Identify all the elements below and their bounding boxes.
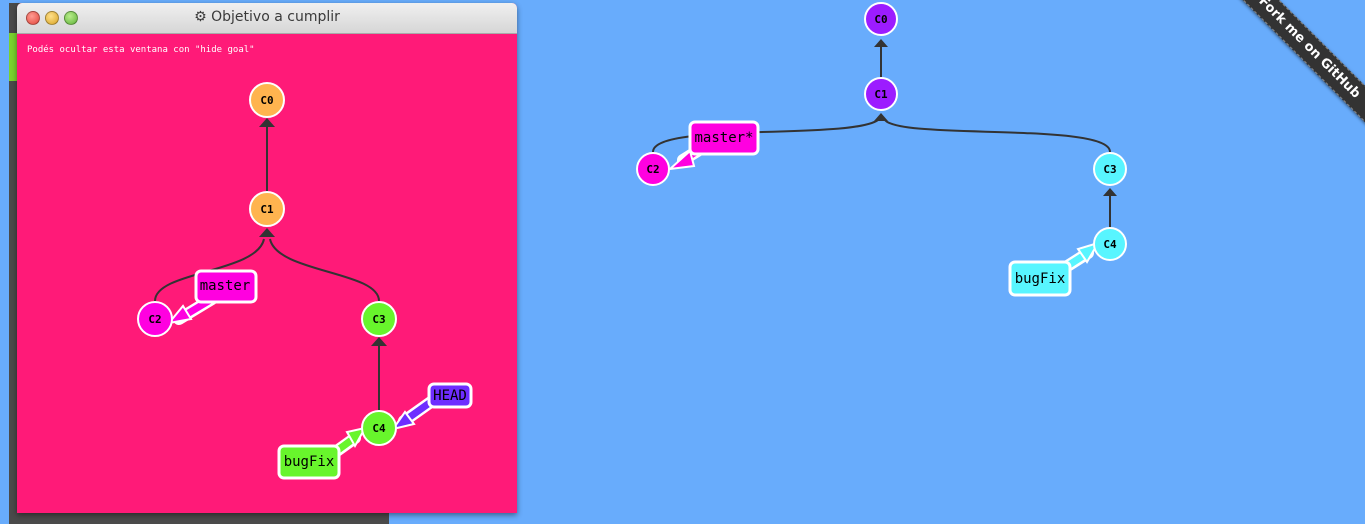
main-branch-labels: master* bugFix xyxy=(688,120,1072,297)
goal-commit-label-c1: C1 xyxy=(260,203,274,216)
fork-me-ribbon[interactable]: Fork me on GitHub xyxy=(1222,0,1365,135)
goal-branch-tag-master-label: master xyxy=(200,278,251,294)
goal-commit-node-c2[interactable] xyxy=(137,301,173,337)
commit-label-c3: C3 xyxy=(1103,163,1116,176)
goal-edges xyxy=(154,118,387,411)
github-ribbon-container: Fork me on GitHub xyxy=(1216,0,1365,149)
close-window-button[interactable] xyxy=(26,11,40,25)
main-branch-arrows xyxy=(666,136,1101,278)
commit-node-c0[interactable] xyxy=(864,2,898,36)
goal-commit-label-c3: C3 xyxy=(372,313,385,326)
goal-commit-node-c4[interactable] xyxy=(361,410,397,446)
branch-tag-bugfix[interactable] xyxy=(1008,260,1072,297)
goal-window-titlebar[interactable]: ⚙ Objetivo a cumplir xyxy=(17,3,517,34)
branch-tag-bugfix-label: bugFix xyxy=(1015,271,1066,287)
goal-edge-c1-c0-arrowhead xyxy=(259,118,275,127)
goal-bugfix-arrowhead xyxy=(345,426,367,449)
branch-tag-master[interactable] xyxy=(688,120,760,156)
edge-c2-c1 xyxy=(652,119,879,153)
goal-edge-c1-arrowhead xyxy=(259,228,275,237)
maximize-window-button[interactable] xyxy=(64,11,78,25)
commit-label-c4: C4 xyxy=(1103,238,1117,251)
goal-commit-label-c4: C4 xyxy=(372,422,386,435)
goal-commit-node-c0[interactable] xyxy=(249,82,285,118)
goal-branch-tag-head-label: HEAD xyxy=(433,388,467,404)
commit-node-c4[interactable] xyxy=(1093,227,1127,261)
edge-c1-c0-arrowhead xyxy=(874,39,888,47)
edge-c3-c1 xyxy=(884,119,1111,153)
commit-node-c2[interactable] xyxy=(636,152,670,186)
commit-label-c1: C1 xyxy=(874,88,888,101)
goal-commit-label-c0: C0 xyxy=(260,94,273,107)
panel-accent-strip xyxy=(9,33,18,81)
gear-icon: ⚙ xyxy=(194,9,207,25)
minimize-window-button[interactable] xyxy=(45,11,59,25)
commit-label-c0: C0 xyxy=(874,13,887,26)
goal-branch-tag-master[interactable] xyxy=(194,269,258,304)
goal-master-arrowhead xyxy=(166,304,193,325)
goal-branch-labels: master bugFix HEAD xyxy=(194,269,473,480)
goal-edge-c4-c3-arrowhead xyxy=(371,337,387,346)
goal-commit-node-c3[interactable] xyxy=(361,301,397,337)
branch-tag-master-label: master* xyxy=(694,130,753,146)
goal-window-title: Objetivo a cumplir xyxy=(211,9,340,25)
commit-label-c2: C2 xyxy=(646,163,659,176)
edge-c1-arrowhead xyxy=(874,113,888,121)
edge-c4-c3-arrowhead xyxy=(1103,188,1117,196)
goal-branch-tag-bugfix[interactable] xyxy=(277,444,341,480)
bugfix-branch-arrowhead xyxy=(1076,241,1101,264)
goal-branch-tag-bugfix-label: bugFix xyxy=(284,454,335,470)
goal-edge-c3-c1 xyxy=(269,238,380,302)
commit-node-c1[interactable] xyxy=(864,77,898,111)
goal-commit-label-c2: C2 xyxy=(148,313,161,326)
goal-branch-tag-head[interactable] xyxy=(427,382,473,409)
master-branch-arrowhead xyxy=(666,149,696,171)
goal-commit-node-c1[interactable] xyxy=(249,191,285,227)
goal-head-arrowhead xyxy=(390,410,416,431)
commit-node-c3[interactable] xyxy=(1093,152,1127,186)
hide-goal-hint: Podés ocultar esta ventana con "hide goa… xyxy=(27,45,255,55)
